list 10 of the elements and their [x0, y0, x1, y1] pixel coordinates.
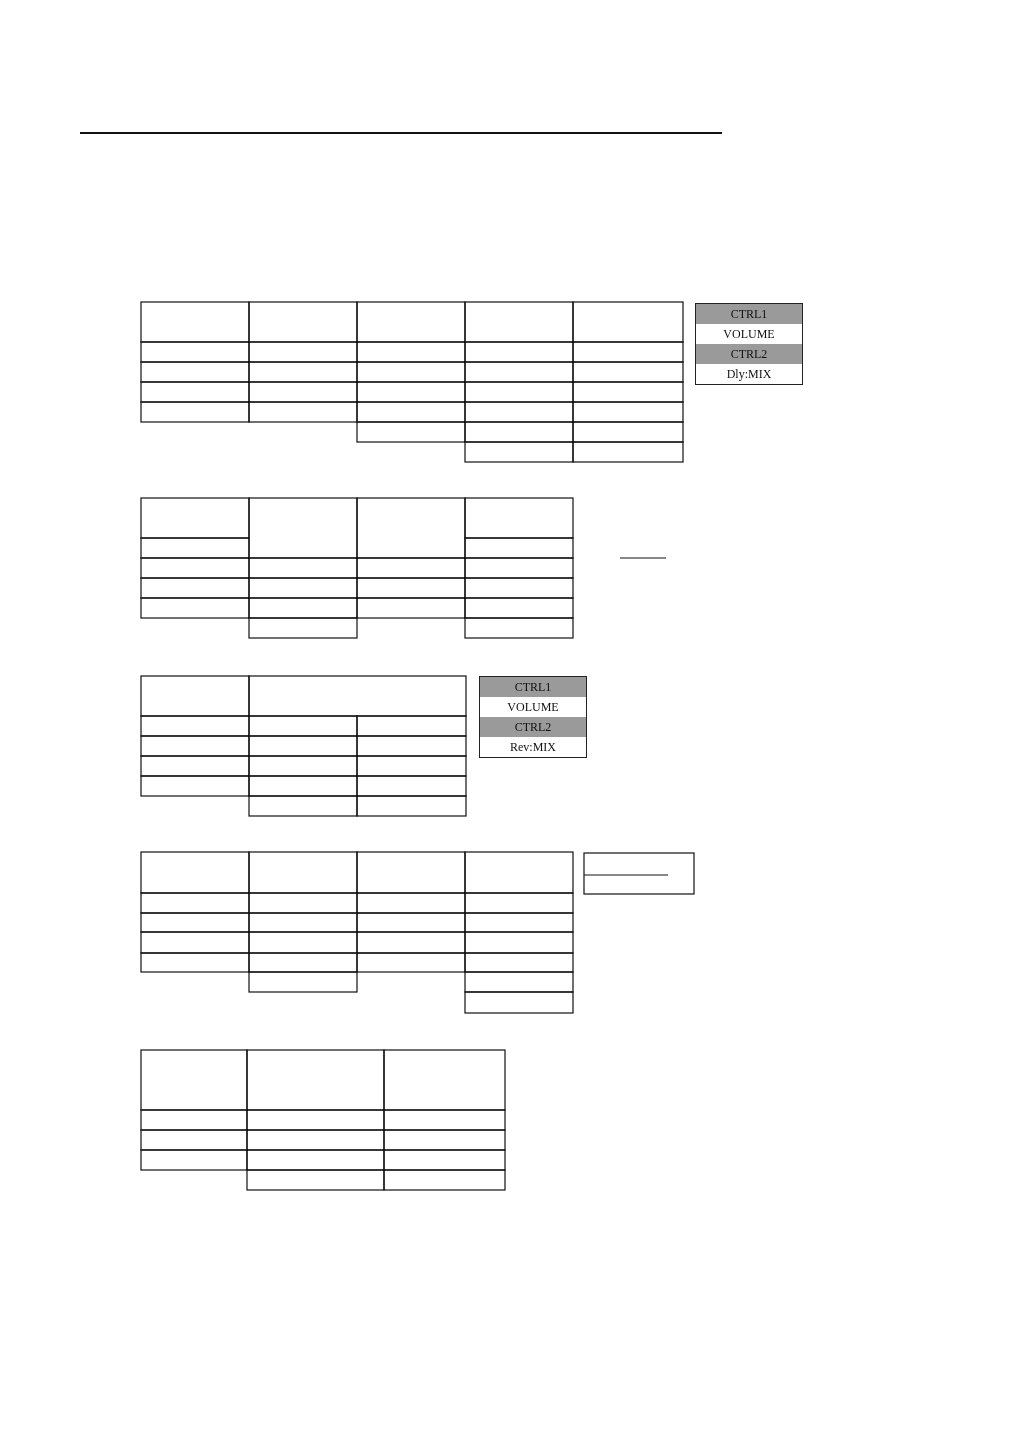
parameter-label: Dly:MIX: [725, 366, 773, 383]
lcd-display-panel: [695, 303, 803, 385]
control-header: CTRL2: [696, 344, 802, 364]
lcd-display-panel: [479, 676, 587, 758]
parameter-label: VOLUME: [722, 326, 776, 343]
control-header: CTRL1: [480, 677, 586, 697]
control-header: CTRL1: [696, 304, 802, 324]
parameter-label: VOLUME: [506, 699, 560, 716]
parameter-label: Rev:MIX: [509, 739, 557, 756]
control-header: CTRL2: [480, 717, 586, 737]
